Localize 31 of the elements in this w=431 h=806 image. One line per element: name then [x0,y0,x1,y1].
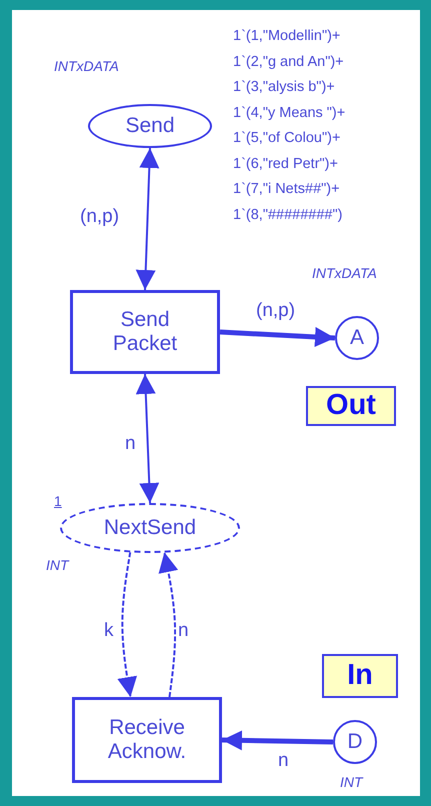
transition-box [70,290,220,374]
port-tag [306,386,396,426]
arc [136,148,160,290]
colour-set-label: INTxDATA [312,265,377,281]
port-label: In [347,659,373,693]
node-label: Send [125,114,175,138]
marking-line: 1`(2,"g and An")+ [233,54,344,70]
node-label: D [347,730,363,754]
dashed-arc [117,552,138,698]
colour-set-label: INT [340,774,363,790]
marking-line: 1`(4,"y Means ")+ [233,104,346,120]
transition-box [72,697,222,783]
colour-set-label: INTxDATA [54,58,119,74]
marking-line: 1`(3,"alysis b")+ [233,79,335,95]
arc [222,730,334,750]
node-label: A [350,326,364,350]
marking-line: 1`(5,"of Colou")+ [233,130,340,146]
port-label: Out [326,389,376,423]
marking-line: 1`(7,"i Nets##")+ [233,181,340,197]
node-label: NextSend [104,516,196,540]
arc [220,326,336,347]
marking-line: 1`(6,"red Petr")+ [233,156,338,172]
arc [136,374,160,504]
port-tag [322,654,398,698]
dashed-arc [158,552,178,698]
marking-line: 1`(1,"Modellin")+ [233,28,340,44]
colour-set-label: INT [46,557,69,573]
node-label: Receive Acknow. [106,716,188,764]
token-count: 1 [54,493,62,509]
node-label: Send Packet [112,308,178,356]
marking-line: 1`(8,"########") [233,206,342,222]
